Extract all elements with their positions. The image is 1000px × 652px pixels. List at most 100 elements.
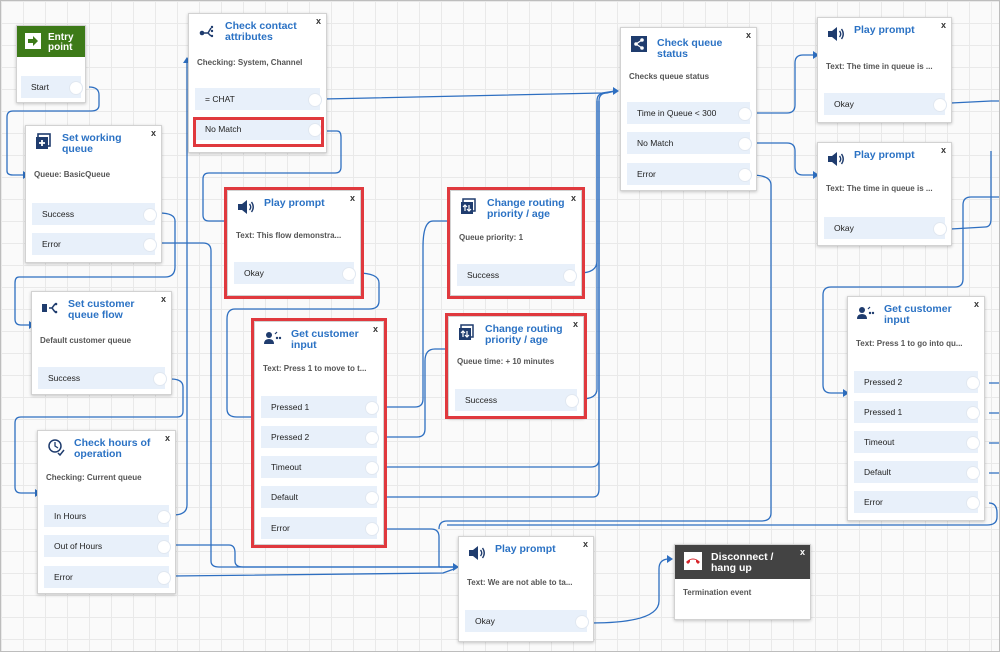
block-get-customer-input-1[interactable]: Get customer input x Text: Press 1 to mo… — [254, 321, 384, 545]
branch-success[interactable]: Success — [38, 367, 167, 389]
branch-okay[interactable]: Okay — [465, 610, 589, 632]
block-disconnect[interactable]: Disconnect / hang up x Termination event — [674, 544, 811, 620]
connector-dot[interactable] — [342, 267, 356, 281]
connector-dot[interactable] — [933, 98, 947, 112]
branch-label: Default — [864, 467, 891, 477]
connector-dot[interactable] — [157, 540, 171, 554]
connector-dot[interactable] — [565, 394, 579, 408]
connector-dot[interactable] — [365, 522, 379, 536]
close-icon[interactable]: x — [940, 145, 946, 155]
close-icon[interactable]: x — [973, 299, 979, 309]
branch-error[interactable]: Error — [32, 233, 157, 255]
connector-dot[interactable] — [738, 168, 752, 182]
branch-no-match[interactable]: No Match — [627, 132, 752, 154]
block-play-prompt-1[interactable]: Play prompt x Text: This flow demonstra.… — [227, 190, 361, 296]
branch-default[interactable]: Default — [854, 461, 980, 483]
block-title: Get customer input — [884, 303, 952, 326]
connector-dot[interactable] — [157, 510, 171, 524]
branch-label: No Match — [637, 138, 674, 148]
block-set-working-queue[interactable]: Set working queue x Queue: BasicQueue Su… — [25, 125, 162, 263]
connector-dot[interactable] — [738, 137, 752, 151]
block-play-prompt-4[interactable]: Play prompt x Text: We are not able to t… — [458, 536, 594, 642]
connector-dot[interactable] — [308, 93, 322, 107]
branch-timeout[interactable]: Timeout — [261, 456, 379, 478]
close-icon[interactable]: x — [799, 547, 805, 557]
branch-error[interactable]: Error — [44, 566, 171, 588]
block-change-routing-1[interactable]: Change routing priority / age x Queue pr… — [450, 190, 582, 296]
branch-pressed-2[interactable]: Pressed 2 — [854, 371, 980, 393]
connector-dot[interactable] — [143, 208, 157, 222]
connector-dot[interactable] — [365, 461, 379, 475]
branch-label: Out of Hours — [54, 541, 103, 551]
branch-no-match[interactable]: No Match — [195, 118, 322, 140]
branch-success[interactable]: Success — [457, 264, 577, 286]
branch-pressed-1[interactable]: Pressed 1 — [261, 396, 379, 418]
block-check-hours-of-operation[interactable]: Check hours of operation x Checking: Cur… — [37, 430, 176, 594]
connector-dot[interactable] — [153, 372, 167, 386]
close-icon[interactable]: x — [160, 294, 166, 304]
connector-dot[interactable] — [933, 222, 947, 236]
block-description: Text: Press 1 to go into qu... — [856, 339, 963, 348]
branch-start[interactable]: Start — [21, 76, 83, 98]
connector-dot[interactable] — [308, 123, 322, 137]
branch-okay[interactable]: Okay — [234, 262, 356, 284]
branch-in-hours[interactable]: In Hours — [44, 505, 171, 527]
connector-dot[interactable] — [365, 491, 379, 505]
branch-label: No Match — [205, 124, 242, 134]
connector-dot[interactable] — [365, 431, 379, 445]
connector-dot[interactable] — [966, 406, 980, 420]
block-set-customer-queue-flow[interactable]: Set customer queue flow x Default custom… — [31, 291, 172, 395]
connector-dot[interactable] — [966, 496, 980, 510]
branch-start-label: Start — [31, 82, 49, 92]
branch-error[interactable]: Error — [854, 491, 980, 513]
branch-success[interactable]: Success — [455, 389, 579, 411]
close-icon[interactable]: x — [372, 324, 378, 334]
close-icon[interactable]: x — [940, 20, 946, 30]
close-icon[interactable]: x — [745, 30, 751, 40]
connector-dot[interactable] — [575, 615, 589, 629]
connector-dot[interactable] — [157, 571, 171, 585]
connector-dot[interactable] — [966, 436, 980, 450]
close-icon[interactable]: x — [572, 319, 578, 329]
block-change-routing-2[interactable]: Change routing priority / age x Queue ti… — [448, 316, 584, 418]
branch-time-in-queue[interactable]: Time in Queue < 300 — [627, 102, 752, 124]
block-play-prompt-2[interactable]: Play prompt x Text: The time in queue is… — [817, 17, 952, 123]
branch-okay[interactable]: Okay — [824, 93, 947, 115]
branch-label: Error — [271, 523, 290, 533]
block-play-prompt-3[interactable]: Play prompt x Text: The time in queue is… — [817, 142, 952, 246]
branch-chat[interactable]: = CHAT — [195, 88, 322, 110]
block-check-contact-attributes[interactable]: Check contact attributes x Checking: Sys… — [188, 13, 327, 153]
connector-pp3-okay — [950, 151, 992, 230]
close-icon[interactable]: x — [315, 16, 321, 26]
branch-success[interactable]: Success — [32, 203, 157, 225]
close-icon[interactable]: x — [164, 433, 170, 443]
connector-dot[interactable] — [966, 376, 980, 390]
connector-dot[interactable] — [365, 401, 379, 415]
branch-pressed-2[interactable]: Pressed 2 — [261, 426, 379, 448]
connector-dot[interactable] — [966, 466, 980, 480]
branch-pressed-1[interactable]: Pressed 1 — [854, 401, 980, 423]
connector-dot[interactable] — [69, 81, 83, 95]
close-icon[interactable]: x — [150, 128, 156, 138]
entry-point-label: Entry point — [48, 32, 74, 53]
block-get-customer-input-2[interactable]: Get customer input x Text: Press 1 to go… — [847, 296, 985, 521]
close-icon[interactable]: x — [349, 193, 355, 203]
speaker-icon — [469, 546, 485, 560]
close-icon[interactable]: x — [570, 193, 576, 203]
connector-dot[interactable] — [563, 269, 577, 283]
branch-okay[interactable]: Okay — [824, 217, 947, 239]
entry-point-block[interactable]: Entry point Start — [16, 25, 86, 103]
arrow-right-icon — [25, 33, 41, 49]
branch-out-of-hours[interactable]: Out of Hours — [44, 535, 171, 557]
block-check-queue-status[interactable]: Check queue status x Checks queue status… — [620, 27, 757, 191]
connector-dot[interactable] — [738, 107, 752, 121]
connector-hours-out — [173, 544, 454, 568]
close-icon[interactable]: x — [582, 539, 588, 549]
branch-default[interactable]: Default — [261, 486, 379, 508]
connector-dot[interactable] — [143, 238, 157, 252]
branch-timeout[interactable]: Timeout — [854, 431, 980, 453]
branch-error[interactable]: Error — [627, 163, 752, 185]
branch-error[interactable]: Error — [261, 517, 379, 539]
branch-label: Time in Queue < 300 — [637, 108, 717, 118]
